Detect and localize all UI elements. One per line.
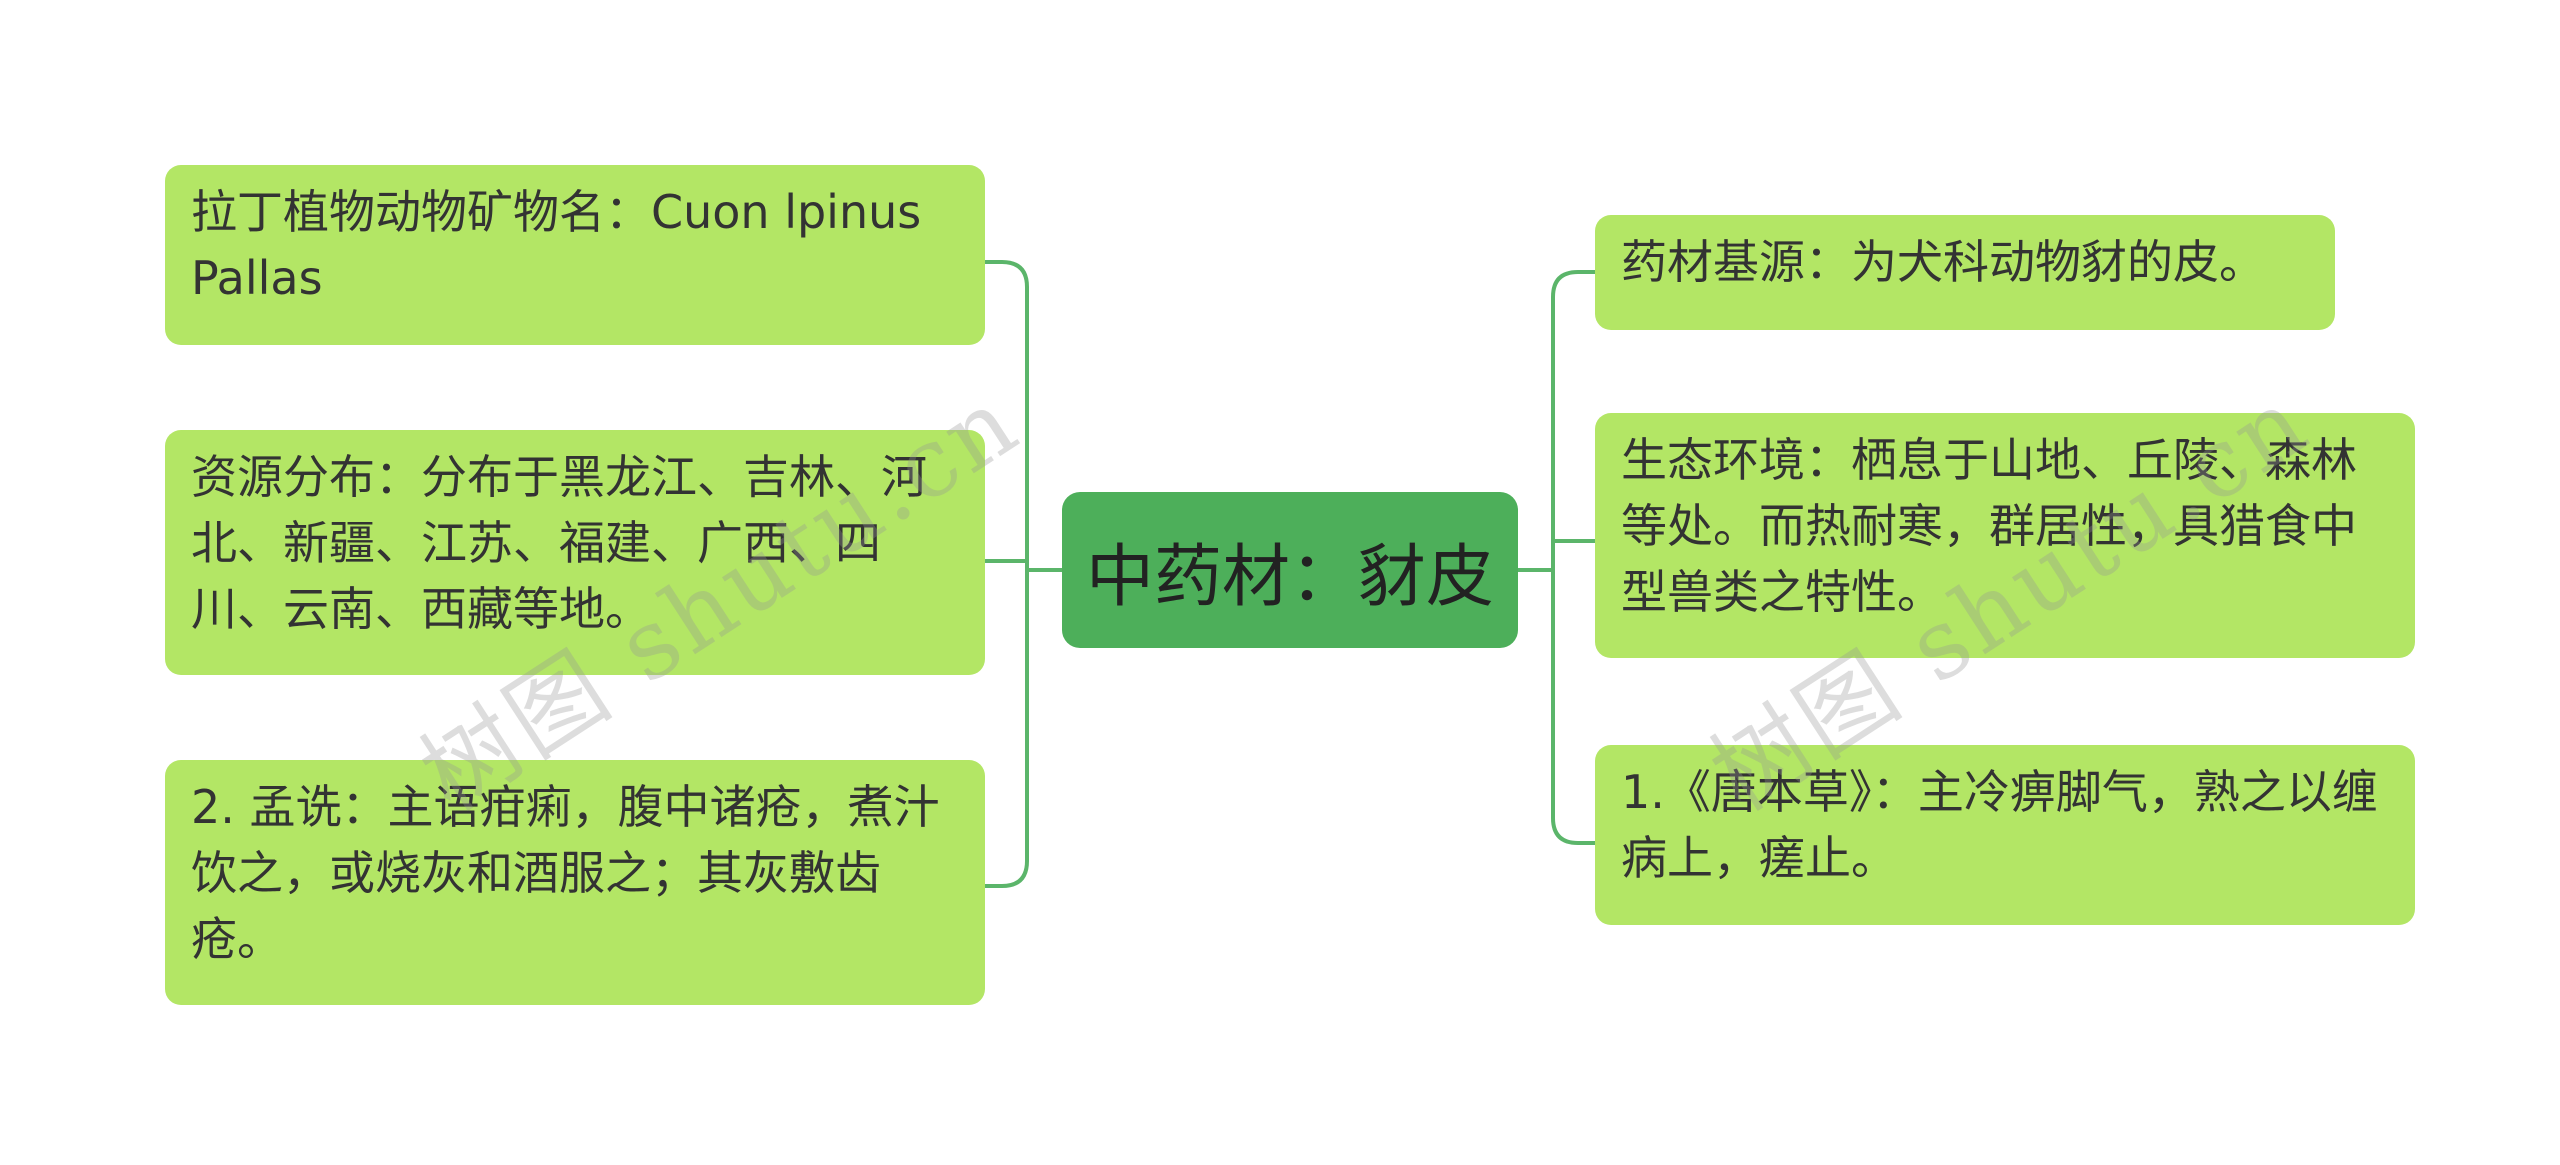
left-node-distribution[interactable]: 资源分布：分布于黑龙江、吉林、河北、新疆、江苏、福建、广西、四川、云南、西藏等地… — [165, 430, 985, 675]
right-node-tang-bencao-text: 1.《唐本草》：主冷痹脚气，熟之以缠病上，瘥止。 — [1621, 765, 2378, 885]
left-node-meng-shen[interactable]: 2. 孟诜：主语疳痢，腹中诸疮，煮汁饮之，或烧灰和酒服之；其灰敷齿疮。 — [165, 760, 985, 1005]
left-node-latin-name-text: 拉丁植物动物矿物名：Cuon lpinus Pallas — [191, 185, 922, 305]
center-topic-node[interactable]: 中药材：豺皮 — [1062, 492, 1518, 648]
connector-left-trunk — [985, 260, 1062, 888]
center-topic-label: 中药材：豺皮 — [1085, 537, 1494, 617]
right-node-origin[interactable]: 药材基源：为犬科动物豺的皮。 — [1595, 215, 2335, 330]
left-node-latin-name[interactable]: 拉丁植物动物矿物名：Cuon lpinus Pallas — [165, 165, 985, 345]
right-node-habitat-text: 生态环境：栖息于山地、丘陵、森林等处。而热耐寒，群居性，具猎食中型兽类之特性。 — [1621, 433, 2357, 619]
right-node-origin-text: 药材基源：为犬科动物豺的皮。 — [1621, 235, 2265, 289]
right-node-habitat[interactable]: 生态环境：栖息于山地、丘陵、森林等处。而热耐寒，群居性，具猎食中型兽类之特性。 — [1595, 413, 2415, 658]
connector-right-trunk — [1518, 270, 1595, 845]
left-node-distribution-text: 资源分布：分布于黑龙江、吉林、河北、新疆、江苏、福建、广西、四川、云南、西藏等地… — [191, 450, 927, 636]
left-node-meng-shen-text: 2. 孟诜：主语疳痢，腹中诸疮，煮汁饮之，或烧灰和酒服之；其灰敷齿疮。 — [191, 780, 940, 966]
right-node-tang-bencao[interactable]: 1.《唐本草》：主冷痹脚气，熟之以缠病上，瘥止。 — [1595, 745, 2415, 925]
